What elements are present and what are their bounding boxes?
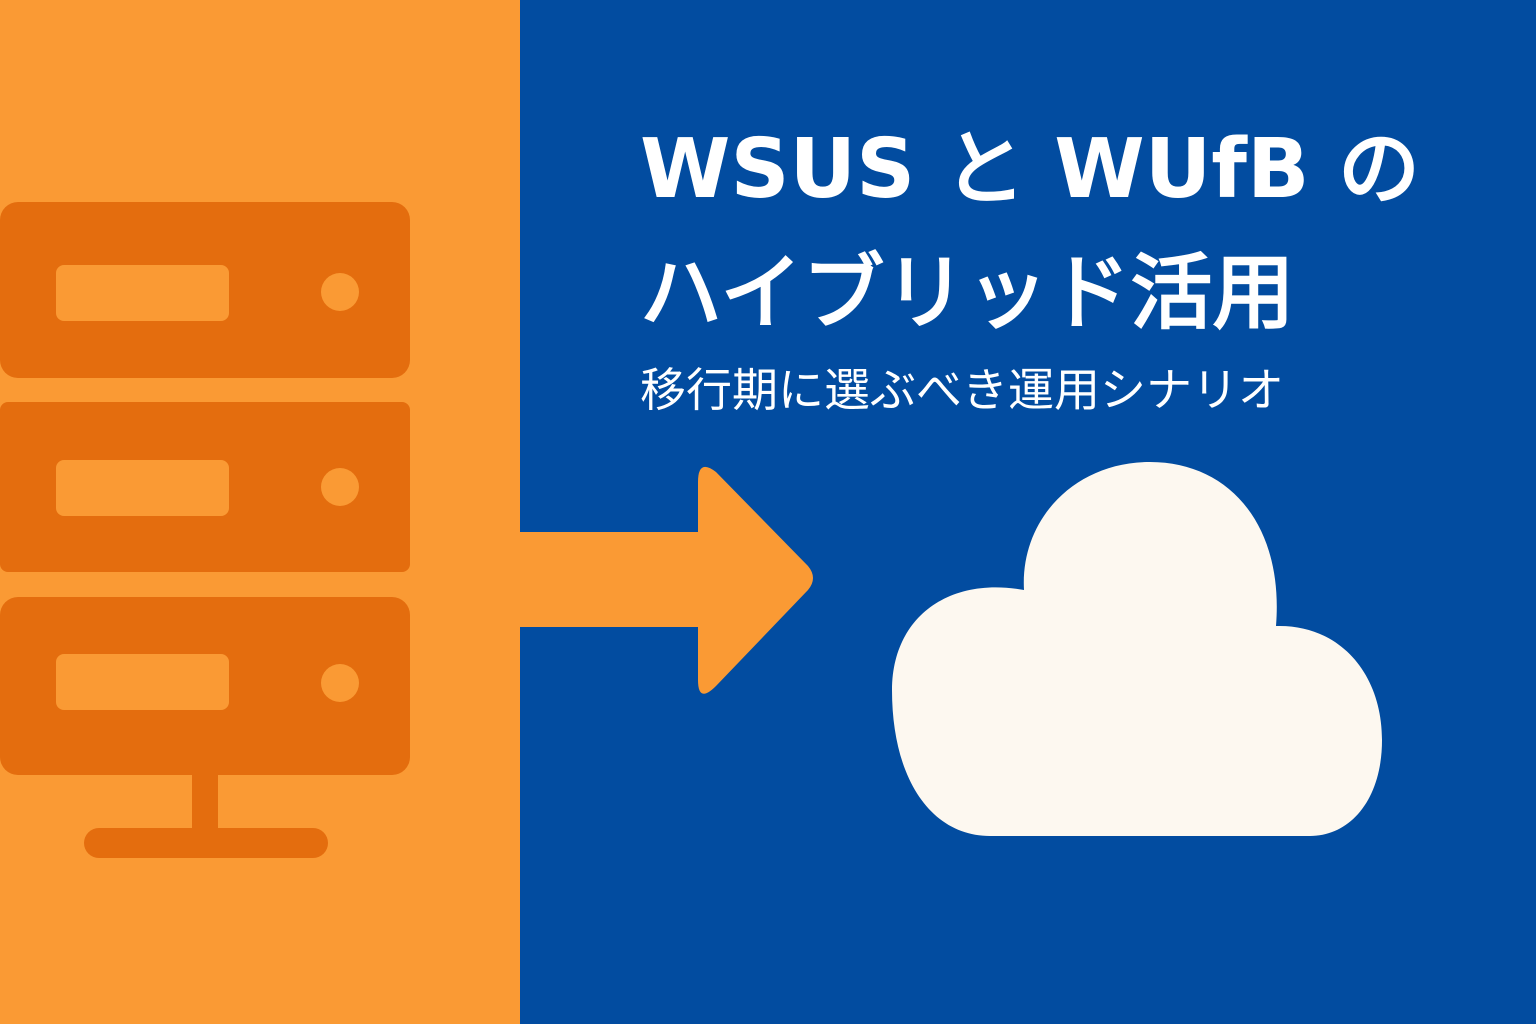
status-light-bottom <box>321 664 359 702</box>
server-slots <box>56 265 359 710</box>
page-title: WSUS と WUfB の ハイブリッド活用 <box>640 108 1420 356</box>
drive-slot-top <box>56 265 229 321</box>
server-stand-base <box>84 828 328 858</box>
drive-slot-bottom <box>56 654 229 710</box>
status-light-top <box>321 273 359 311</box>
server-stand-pole <box>192 775 218 837</box>
right-panel <box>520 0 1536 1024</box>
title-line-1: WSUS と WUfB の <box>640 122 1421 217</box>
cloud-icon <box>892 462 1382 836</box>
status-light-middle <box>321 468 359 506</box>
title-line-2: ハイブリッド活用 <box>640 246 1295 341</box>
arrow-right-icon <box>500 466 813 694</box>
subtitle: 移行期に選ぶべき運用シナリオ <box>640 363 1284 417</box>
drive-slot-middle <box>56 460 229 516</box>
